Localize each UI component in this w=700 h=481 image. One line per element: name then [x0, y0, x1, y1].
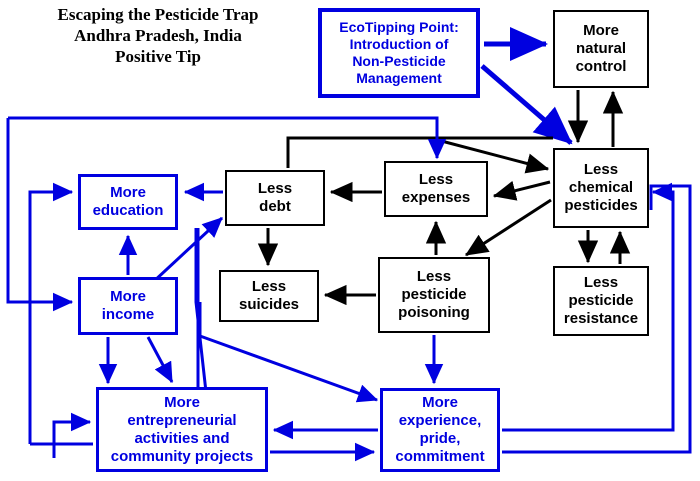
edge-more-income-to-less-debt	[150, 216, 224, 285]
edge-tip-to-chemical-pesticides	[480, 64, 573, 145]
page-title: Escaping the Pesticide Trap Andhra Prade…	[8, 4, 308, 67]
title-line-1: Escaping the Pesticide Trap	[57, 5, 259, 24]
edge-less-debt-diagonal-to-experience	[198, 302, 379, 403]
edge-chemical-pesticides-to-pesticide-poisoning	[464, 198, 552, 257]
edge-less-debt-to-experience-pride	[194, 228, 208, 393]
title-line-2: Andhra Pradesh, India	[74, 26, 242, 45]
edge-more-income-to-entrepreneurial	[98, 336, 174, 385]
edge-experience-pride-to-chemical-pesticides-inner	[502, 184, 692, 454]
edge-experience-pride-to-more-income	[6, 118, 74, 312]
edge-experience-pride-to-chemical-pesticides-outer	[502, 182, 675, 432]
edge-entrepreneurial-to-more-education	[28, 182, 74, 436]
edge-chemical-pesticides-to-less-expenses	[492, 180, 551, 201]
edge-left-loop-lower	[28, 436, 93, 446]
title-line-3: Positive Tip	[115, 47, 201, 66]
edge-experience-pride-to-entrepreneurial-left	[52, 412, 92, 458]
edge-less-debt-to-chemical-pesticides	[286, 136, 553, 174]
edge-more-education-to-less-expenses	[8, 116, 447, 160]
